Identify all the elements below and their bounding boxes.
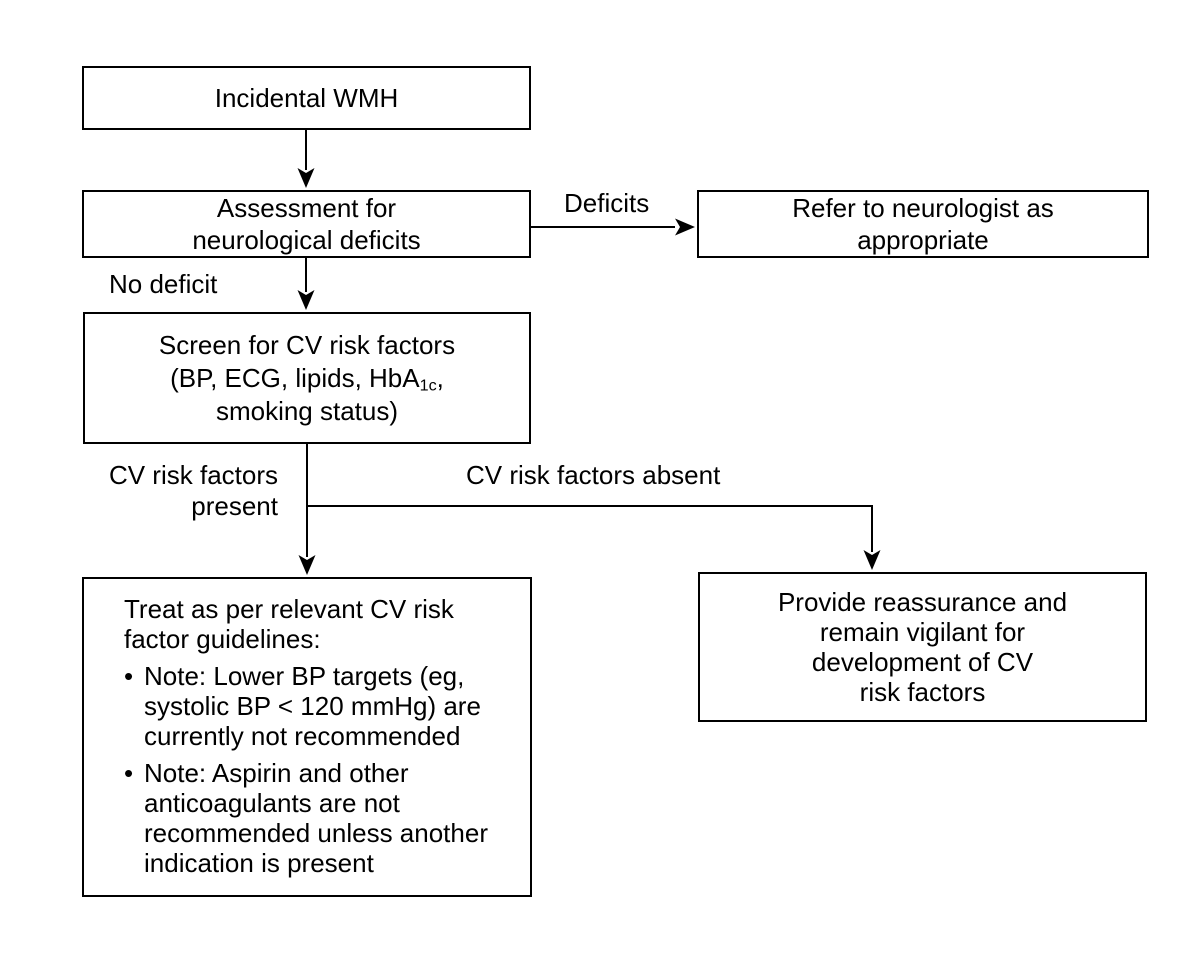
bullet-text-line: Note: Lower BP targets (eg,: [144, 661, 465, 691]
node-text-line: Treat as per relevant CV risk: [124, 594, 454, 624]
node-treat-cv-risk-guidelines: Treat as per relevant CV risk factor gui…: [82, 577, 532, 897]
node-text-line: Assessment for: [216, 193, 397, 223]
bullet-text-line: recommended unless another: [144, 818, 488, 848]
node-incidental-wmh: Incidental WMH: [82, 66, 531, 130]
node-text-line: remain vigilant for: [819, 617, 1026, 647]
arrowhead-down-icon: [298, 555, 316, 575]
arrowhead-down-icon: [297, 290, 315, 310]
node-text-line: smoking status): [215, 395, 399, 426]
node-text-line: development of CV: [811, 647, 1034, 677]
node-text-line: risk factors: [859, 677, 986, 707]
edge-label-deficits: Deficits: [564, 188, 650, 218]
edge-label-line: present: [191, 491, 278, 521]
node-text-line: neurological deficits: [192, 225, 421, 255]
bullet-item: • Note: Aspirin and other anticoagulants…: [124, 758, 488, 878]
bullet-text-line: systolic BP < 120 mmHg) are: [144, 691, 481, 721]
edge-label-line: CV risk factors: [108, 460, 278, 490]
node-refer-to-neurologist: Refer to neurologist as appropriate: [697, 190, 1149, 258]
bullet-text-line: Note: Aspirin and other: [144, 758, 409, 788]
node-text-segment: ,: [436, 362, 444, 393]
node-text-segment: (BP, ECG, lipids, HbA: [170, 362, 420, 393]
bullet-text-line: currently not recommended: [144, 721, 461, 751]
arrow-screen-to-reassure: [307, 505, 873, 552]
node-text-line: factor guidelines:: [124, 624, 321, 654]
node-text-line: appropriate: [857, 225, 989, 255]
subscript-text: 1c: [419, 376, 437, 395]
bullet-text-line: anticoagulants are not: [144, 788, 400, 818]
arrowhead-down-icon: [863, 550, 881, 570]
node-assessment-neurological-deficits: Assessment for neurological deficits: [82, 190, 531, 258]
bullet-item: • Note: Lower BP targets (eg, systolic B…: [124, 661, 481, 751]
node-screen-cv-risk-factors: Screen for CV risk factors (BP, ECG, lip…: [83, 312, 531, 444]
edge-label-no-deficit: No deficit: [109, 269, 218, 299]
node-text-line: Refer to neurologist as: [792, 193, 1054, 223]
node-text-line: Screen for CV risk factors: [158, 329, 456, 360]
node-text-line: Provide reassurance and: [777, 587, 1068, 617]
bullet-text-line: indication is present: [144, 848, 374, 878]
bullet-marker: •: [124, 758, 134, 788]
edge-label-cv-risk-present: CV risk factors present: [58, 460, 278, 522]
node-text-line: Incidental WMH: [214, 83, 399, 113]
arrowhead-right-icon: [675, 218, 695, 236]
bullet-marker: •: [124, 661, 134, 691]
node-provide-reassurance: Provide reassurance and remain vigilant …: [698, 572, 1147, 722]
arrowhead-down-icon: [297, 168, 315, 188]
edge-label-cv-risk-absent: CV risk factors absent: [466, 460, 721, 490]
node-text-line: (BP, ECG, lipids, HbA1c,: [170, 362, 444, 395]
